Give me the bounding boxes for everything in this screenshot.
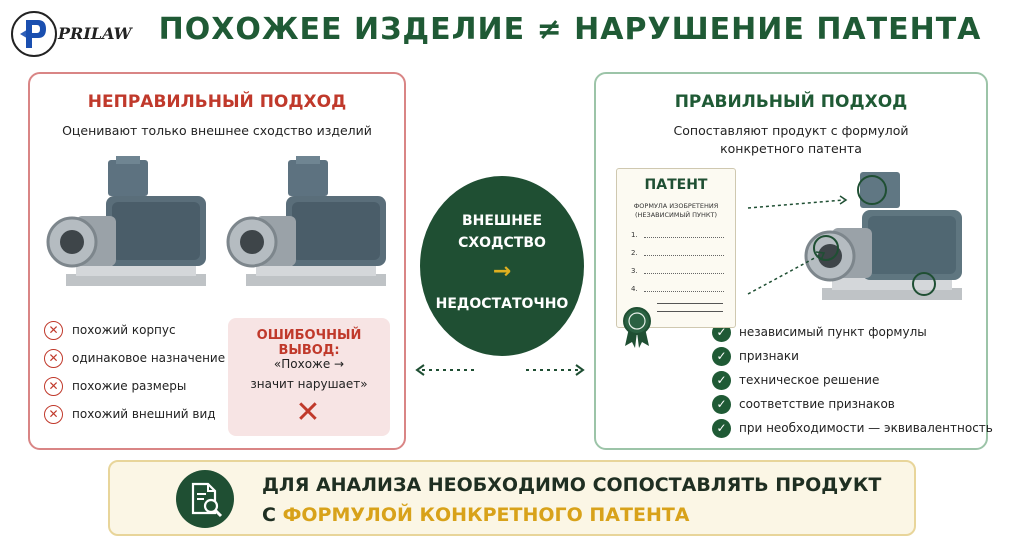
banner-line-2: С ФОРМУЛОЙ КОНКРЕТНОГО ПАТЕНТА xyxy=(262,504,690,526)
patent-claim-line: 3. xyxy=(631,265,724,277)
x-circle-icon: ✕ xyxy=(44,348,63,368)
list-item: ✓соответствие признаков xyxy=(712,392,993,416)
list-item: ✕похожий корпус xyxy=(44,316,225,344)
patent-claim-line: 1. xyxy=(631,229,724,241)
x-circle-icon: ✕ xyxy=(44,376,63,396)
arrow-right-icon: → xyxy=(492,259,512,284)
pump-image-1 xyxy=(46,156,206,286)
check-circle-icon: ✓ xyxy=(712,394,731,414)
list-item: ✓техническое решение xyxy=(712,368,993,392)
patent-document: ПАТЕНТ ФОРМУЛА ИЗОБРЕТЕНИЯ (НЕЗАВИСИМЫЙ … xyxy=(616,168,736,328)
left-dotted-arrow-icon xyxy=(415,364,474,376)
wrong-approach-subtitle: Оценивают только внешнее сходство издели… xyxy=(62,123,372,138)
signature-line xyxy=(657,311,723,312)
pump-image-2 xyxy=(226,156,386,286)
right-dotted-arrow-icon xyxy=(526,364,585,376)
patent-claim-line: 4. xyxy=(631,283,724,295)
red-cross-icon: ✕ xyxy=(295,395,321,430)
list-item: ✓независимый пункт формулы xyxy=(712,320,993,344)
right-approach-panel: ПРАВИЛЬНЫЙ ПОДХОД Сопоставляют продукт с… xyxy=(594,72,993,450)
document-search-icon xyxy=(176,470,234,528)
list-item: ✕похожий внешний вид xyxy=(44,400,225,428)
logo-text: PRILAW xyxy=(58,24,132,43)
list-item: ✓признаки xyxy=(712,344,993,368)
banner-line-1: ДЛЯ АНАЛИЗА НЕОБХОДИМО СОПОСТАВЛЯТЬ ПРОД… xyxy=(262,474,882,496)
center-message-top: ВНЕШНЕЕ СХОДСТВО xyxy=(458,213,546,251)
wrong-approach-panel: НЕПРАВИЛЬНЫЙ ПОДХОД Оценивают только вне… xyxy=(28,72,406,450)
check-circle-icon: ✓ xyxy=(712,418,731,438)
pump-image-3 xyxy=(804,172,962,300)
wrong-conclusion-box: ОШИБОЧНЫЙ ВЫВОД: «Похоже → значит наруша… xyxy=(228,318,390,436)
list-item: ✕одинаковое назначение xyxy=(44,344,225,372)
center-message-circle: ВНЕШНЕЕ СХОДСТВО → НЕДОСТАТОЧНО xyxy=(420,176,584,356)
patent-seal-icon xyxy=(623,307,651,348)
banner-highlight: ФОРМУЛОЙ КОНКРЕТНОГО ПАТЕНТА xyxy=(282,504,690,526)
page-title: ПОХОЖЕЕ ИЗДЕЛИЕ ≠ НАРУШЕНИЕ ПАТЕНТА xyxy=(158,12,982,47)
x-circle-icon: ✕ xyxy=(44,320,63,340)
center-message-bottom: НЕДОСТАТОЧНО xyxy=(435,296,569,312)
conclusion-banner: ДЛЯ АНАЛИЗА НЕОБХОДИМО СОПОСТАВЛЯТЬ ПРОД… xyxy=(108,460,916,536)
right-approach-title: ПРАВИЛЬНЫЙ ПОДХОД xyxy=(674,92,908,112)
check-circle-icon: ✓ xyxy=(712,346,731,366)
prilaw-logo: PRILAW xyxy=(8,8,132,60)
list-item: ✕похожие размеры xyxy=(44,372,225,400)
check-circle-icon: ✓ xyxy=(712,370,731,390)
x-circle-icon: ✕ xyxy=(44,404,63,424)
signature-line xyxy=(657,303,723,304)
patent-title: ПАТЕНТ xyxy=(644,177,708,193)
wrong-conclusion-text: «Похоже → значит нарушает» xyxy=(250,357,368,391)
wrong-criteria-list: ✕похожий корпус ✕одинаковое назначение ✕… xyxy=(44,316,225,428)
feature-pointer-arrows-icon xyxy=(747,195,848,295)
patent-claim-line: 2. xyxy=(631,247,724,259)
patent-claims-label: ФОРМУЛА ИЗОБРЕТЕНИЯ (НЕЗАВИСИМЫЙ ПУНКТ) xyxy=(633,202,719,219)
correct-criteria-list: ✓независимый пункт формулы ✓признаки ✓те… xyxy=(712,320,993,440)
right-approach-subtitle: Сопоставляют продукт с формулой конкретн… xyxy=(673,123,909,156)
wrong-conclusion-title: ОШИБОЧНЫЙ ВЫВОД: xyxy=(256,328,362,358)
wrong-approach-title: НЕПРАВИЛЬНЫЙ ПОДХОД xyxy=(87,92,347,112)
list-item: ✓при необходимости — эквивалентность xyxy=(712,416,993,440)
